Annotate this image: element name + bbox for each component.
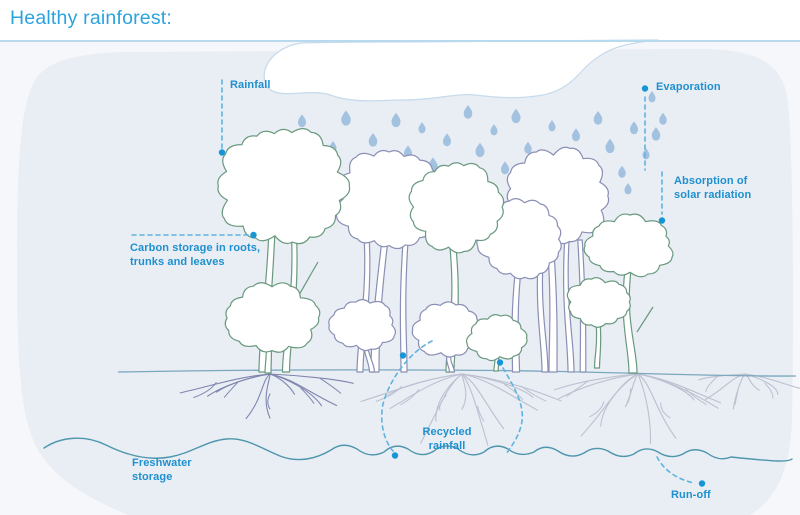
label-rainfall: Rainfall [230,79,271,91]
title-divider [0,40,800,42]
connector-recycled-rainfall-left [380,340,433,459]
page-title: Healthy rainforest: [10,7,173,29]
label-carbon-storage: Carbon storage in roots, trunks and leav… [130,242,261,268]
forest-trees [217,128,674,374]
ground-line [117,369,797,377]
run-off-marker-dot [698,480,706,487]
water-line [43,437,793,462]
recycled-rainfall-dot-upper [399,352,407,359]
absorption-marker-dot [658,217,666,224]
connector-absorption [658,171,666,224]
label-recycled-rainfall: Recycled rainfall [422,426,472,452]
connector-evaporation [641,85,649,171]
label-run-off: Run-off [671,489,711,501]
rainfall-marker-dot [218,149,226,156]
connector-carbon-storage [131,231,257,239]
connector-recycled-rainfall-right [496,359,524,455]
carbon-storage-marker-dot [250,231,257,239]
connector-rainfall [218,79,226,156]
label-absorption: Absorption of solar radiation [674,175,752,201]
recycled-rainfall-dot-lower [391,452,399,459]
recycled-rainfall-dot-right [496,359,504,366]
label-freshwater-storage: Freshwater storage [132,457,192,483]
root-systems [179,373,800,446]
evaporation-marker-dot [641,85,649,92]
label-evaporation: Evaporation [656,81,721,93]
connector-run-off [656,456,706,487]
